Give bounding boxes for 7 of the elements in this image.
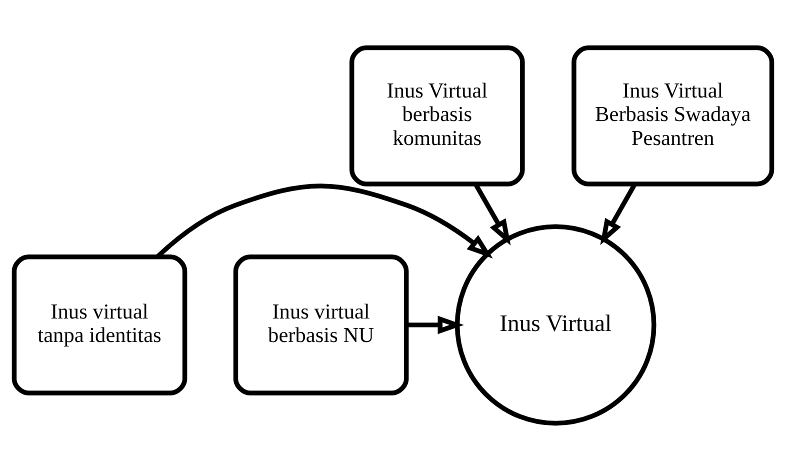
node-box: Inus virtual tanpa identitas	[11, 254, 187, 395]
node-box: Inus Virtual berbasis komunitas	[348, 44, 524, 186]
arrow	[406, 315, 464, 334]
node-box: Inus virtual berbasis NU	[232, 254, 408, 395]
node-circle: Inus Virtual	[454, 224, 656, 426]
arrow	[155, 183, 492, 258]
node-box: Inus Virtual Berbasis Swadaya Pesantren	[571, 44, 774, 186]
